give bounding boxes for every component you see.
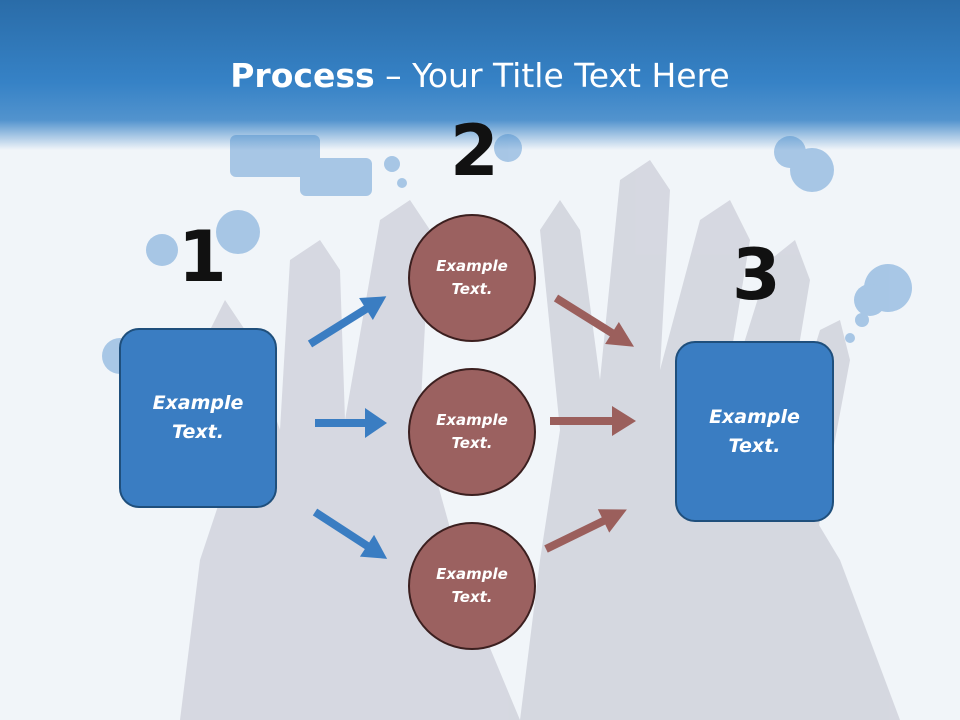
circle-middle-line2: Text.	[451, 434, 493, 452]
right-box-line2: Text.	[728, 434, 781, 457]
title-bar	[0, 0, 960, 150]
arrow-middle-to-right	[550, 406, 636, 436]
title-rest-text: – Your Title Text Here	[374, 56, 730, 95]
circle-middle-line1: Example	[436, 411, 508, 429]
slide-title: Process – Your Title Text Here	[0, 54, 960, 98]
step-number-1: 1	[178, 216, 227, 298]
left-box-line1: Example	[152, 392, 244, 414]
left-box-line2: Text.	[172, 421, 224, 443]
circle-bottom-line2: Text.	[451, 588, 493, 606]
arrow-left-to-bottom	[312, 508, 388, 559]
arrow-left-to-middle	[315, 408, 387, 438]
arrow-left-to-top	[307, 296, 387, 348]
arrow-top-to-right	[553, 294, 635, 347]
circle-top-line2: Text.	[451, 280, 493, 298]
step-number-2: 2	[450, 110, 499, 192]
circle-top-line1: Example	[436, 257, 508, 275]
step-number-3: 3	[732, 234, 781, 316]
title-bold-text: Process	[230, 56, 375, 95]
arrow-bottom-to-right	[544, 509, 627, 553]
circle-bottom-line1: Example	[436, 565, 508, 583]
right-box-line1: Example	[709, 405, 800, 428]
